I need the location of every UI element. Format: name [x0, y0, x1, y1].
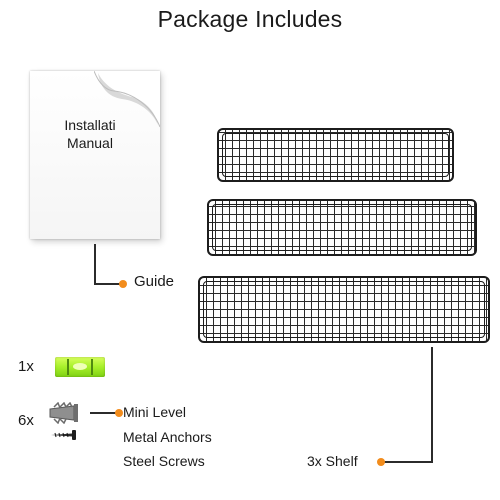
shelf-large — [198, 276, 490, 343]
guide-connector-vertical — [94, 244, 96, 285]
shelf-medium — [207, 199, 477, 256]
shelf-connector-vertical — [431, 347, 433, 463]
hardware-dot — [115, 409, 123, 417]
page-curl-icon — [94, 71, 160, 128]
manual-title: Installati Manual — [30, 116, 150, 152]
hardware-item-steel-screws: Steel Screws — [123, 453, 205, 469]
guide-dot — [119, 280, 127, 288]
hardware-item-metal-anchors: Metal Anchors — [123, 429, 212, 445]
page-title: Package Includes — [157, 6, 343, 32]
shelf-connector-horizontal — [384, 461, 433, 463]
guide-connector-horizontal — [94, 283, 120, 285]
guide-label: Guide — [134, 273, 175, 290]
mini-level-icon — [55, 357, 105, 377]
shelf-label: 3x Shelf — [307, 453, 358, 469]
shelf-dot — [377, 458, 385, 466]
hardware-count: 6x — [18, 412, 34, 429]
steel-screw-icon — [51, 430, 76, 440]
level-count: 1x — [18, 358, 34, 375]
manual-title-line2: Manual — [67, 135, 113, 151]
metal-anchor-icon — [49, 402, 78, 424]
hardware-connector — [90, 412, 116, 414]
manual-title-line1: Installati — [64, 117, 116, 133]
shelf-small — [217, 128, 454, 182]
hardware-item-mini-level: Mini Level — [123, 404, 187, 420]
